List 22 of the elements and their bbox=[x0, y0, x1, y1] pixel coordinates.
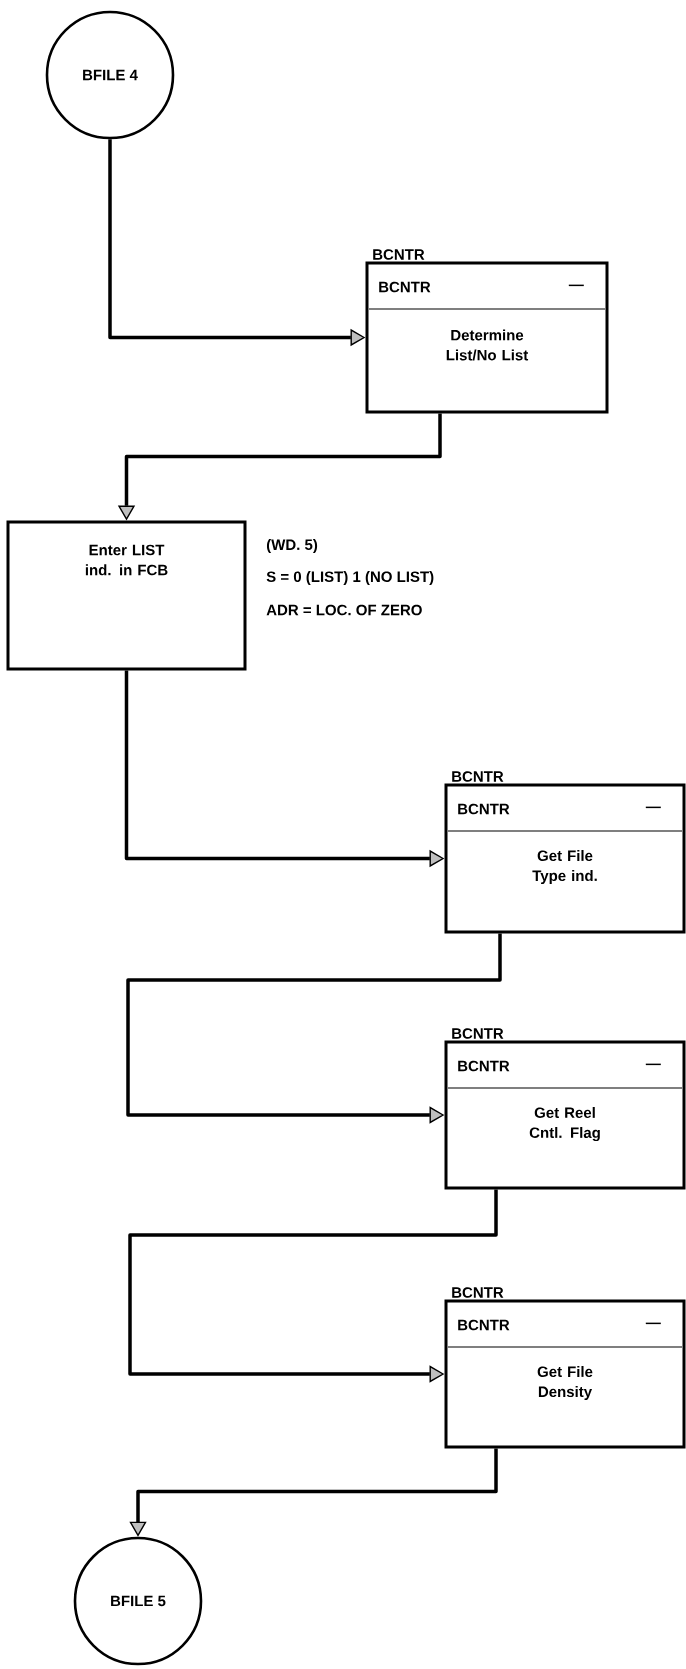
routine-name: BCNTR bbox=[379, 281, 431, 293]
arrow bbox=[128, 1189, 498, 1383]
routine-label: BCNTR bbox=[452, 1028, 504, 1039]
step-text: Get File Density bbox=[537, 1366, 593, 1400]
dash-mark: — bbox=[568, 284, 584, 287]
arrow bbox=[126, 933, 502, 1124]
step-text: Get Reel Cntl. Flag bbox=[529, 1107, 600, 1142]
step-text: Enter LIST ind. in FCB bbox=[85, 544, 168, 576]
note-text: S = 0 (LIST) 1 (NO LIST) bbox=[266, 571, 434, 585]
routine-name: BCNTR bbox=[458, 1319, 510, 1331]
routine-name: BCNTR bbox=[458, 803, 510, 815]
step-text: Determine List/No List bbox=[446, 329, 529, 361]
routine-label: BCNTR bbox=[452, 1287, 504, 1298]
dash-mark: — bbox=[645, 806, 661, 809]
note-text: ADR = LOC. OF ZERO bbox=[266, 604, 422, 616]
routine-label: BCNTR bbox=[373, 249, 425, 260]
routine-label: BCNTR bbox=[452, 771, 504, 782]
dash-mark: — bbox=[645, 1063, 661, 1066]
routine-name: BCNTR bbox=[458, 1060, 510, 1072]
note-text: (WD. 5) bbox=[266, 539, 318, 553]
dash-mark: — bbox=[645, 1322, 661, 1325]
step-text: Get File Type ind. bbox=[532, 850, 597, 884]
